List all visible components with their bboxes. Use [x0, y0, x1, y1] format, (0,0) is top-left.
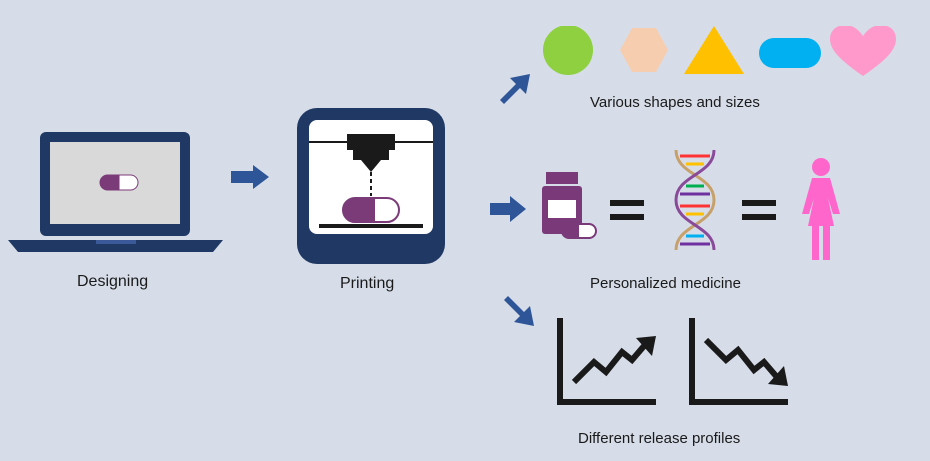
- printer-icon: [297, 108, 445, 264]
- dna-icon: [670, 150, 720, 250]
- decreasing-release-chart-icon: [688, 318, 792, 408]
- arrow-up-right-icon: [496, 70, 536, 110]
- shapes-row: [540, 26, 900, 78]
- printing-label: Printing: [340, 275, 395, 292]
- circle-shape-icon: [543, 26, 593, 75]
- arrow-right-icon: [231, 165, 269, 189]
- triangle-shape-icon: [684, 26, 744, 74]
- laptop-icon: [8, 128, 223, 258]
- medicine-bottle-icon: [540, 172, 598, 242]
- equals-icon: [742, 198, 776, 222]
- designing-label: Designing: [77, 273, 149, 290]
- shapes-label: Various shapes and sizes: [590, 94, 760, 111]
- equals-icon: [610, 198, 644, 222]
- release-label: Different release profiles: [578, 430, 741, 447]
- arrow-down-right-icon: [500, 290, 540, 330]
- heart-shape-icon: [830, 26, 896, 76]
- personalized-label: Personalized medicine: [590, 275, 741, 292]
- arrow-right-icon: [490, 196, 526, 222]
- hexagon-shape-icon: [620, 28, 668, 72]
- woman-icon: [800, 158, 842, 262]
- capsule-shape-icon: [759, 38, 821, 68]
- increasing-release-chart-icon: [556, 318, 660, 408]
